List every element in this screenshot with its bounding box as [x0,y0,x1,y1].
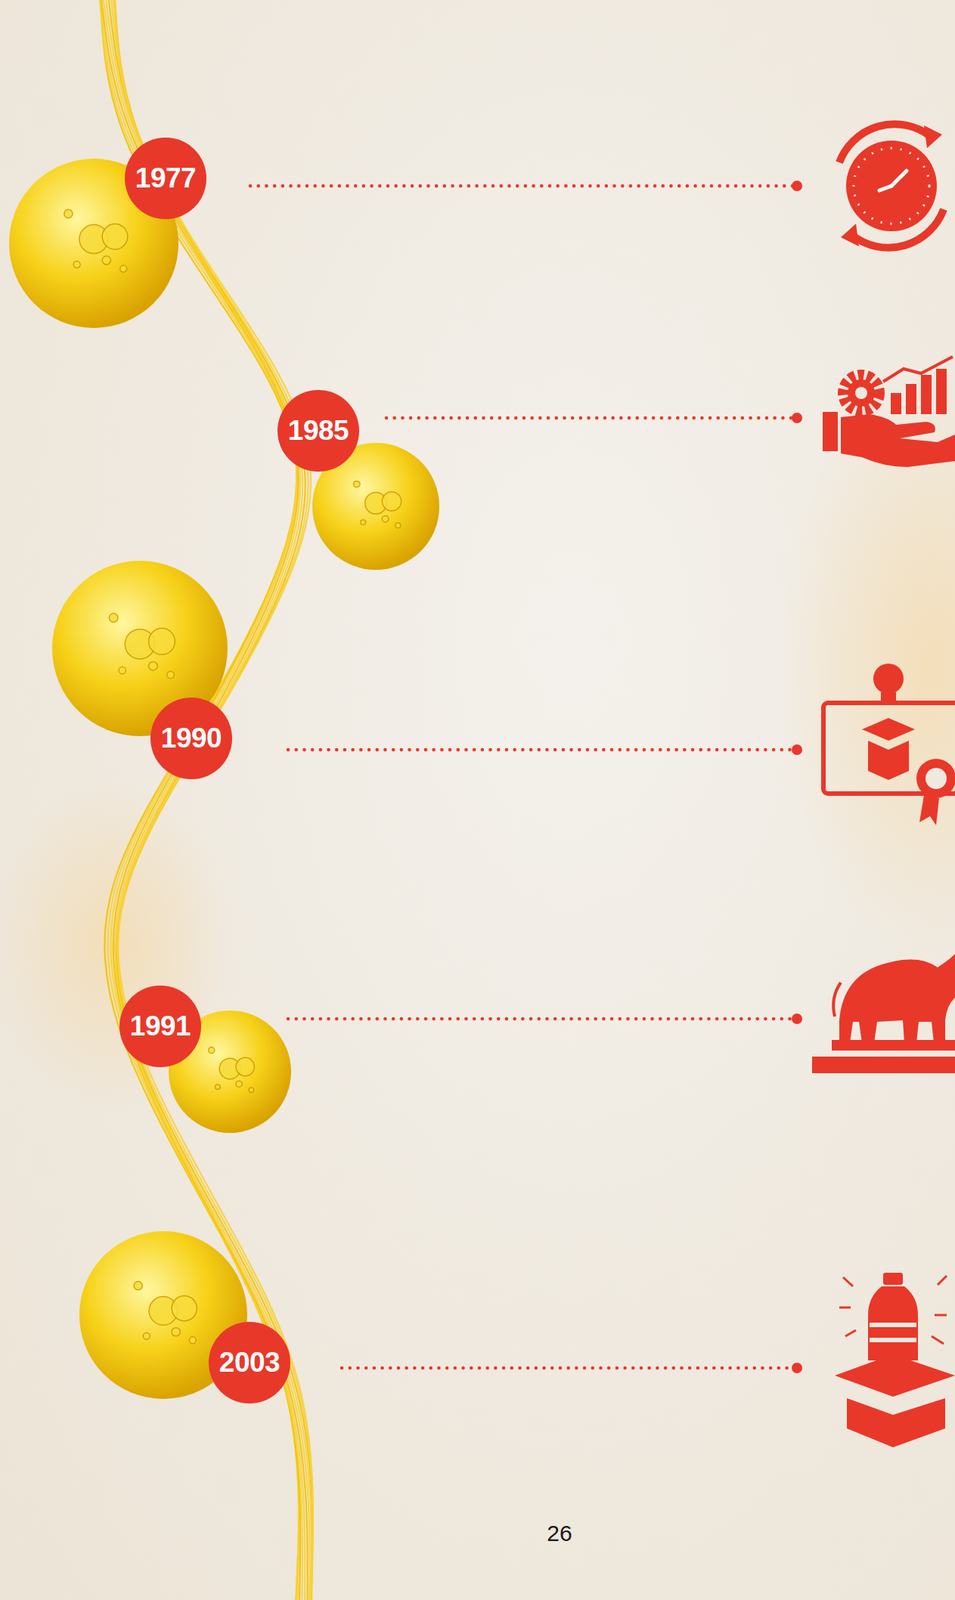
inner-bubble [381,516,388,523]
sparkle [843,1277,853,1287]
chart-bar [920,375,932,415]
inner-bubble [133,1282,143,1291]
year-label: 1990 [161,722,222,755]
leader-end-dot [791,1363,803,1374]
dotted-leader [288,748,797,753]
gear [843,375,880,412]
elephant [839,954,955,1044]
sparkles [839,1276,947,1345]
dotted-leaders [250,180,803,1374]
inner-bubble [148,628,176,655]
oil-bubbles [9,158,440,1400]
year-label: 1991 [130,1010,191,1043]
dotted-leader [250,184,797,189]
year-label: 1977 [135,162,196,195]
rosette [916,759,955,799]
year-circle: 1985 [277,390,360,472]
box [846,1398,946,1449]
clock-arrowhead [923,125,943,149]
sparkle [845,1330,856,1337]
bulb [873,663,904,695]
year-circle: 1991 [119,986,202,1068]
hand-shape [840,414,955,468]
sparkle [839,1307,851,1310]
pedestal-base [812,1057,955,1074]
inner-bubble [102,223,128,250]
bottle-label [869,1338,917,1343]
rosette-ribbon [919,795,940,826]
clock-face [846,140,937,232]
bottle-cap [883,1273,903,1286]
inner-bubble [148,661,159,671]
inner-bubble [360,520,366,526]
sparkle [937,1276,947,1286]
inner-bubble [108,613,118,624]
year-circle: 1977 [124,137,207,220]
bulb-base [880,692,897,704]
elephant-icon [812,954,955,1074]
dotted-leader [341,1367,797,1371]
leader-end-dot [791,744,803,756]
innovation-certificate-icon [823,663,955,826]
leader-end-dot [791,1013,803,1025]
inner-bubble [189,1337,196,1345]
inner-bubble [171,1328,180,1337]
page-number: 26 [529,1521,590,1548]
gear-hole [855,387,868,400]
inner-bubble [167,671,174,679]
year-label: 2003 [219,1347,280,1380]
year-circle: 1990 [150,697,233,780]
bottle [868,1286,918,1362]
inner-bubble [208,1048,215,1055]
inner-bubble [235,1081,242,1088]
year-label: 1985 [288,415,349,447]
clock-hand [891,170,907,187]
inner-bubble [73,261,81,269]
trend-line [883,356,953,382]
clock-icon [839,124,944,248]
rosette-center [925,768,947,790]
box-lid [834,1354,955,1398]
chart-bar [936,368,947,415]
inner-bubble [215,1085,221,1090]
inner-bubble [120,265,128,273]
inner-bubble [102,256,111,265]
inner-bubble [395,523,401,529]
year-circle: 2003 [208,1322,291,1405]
chart-bar [905,384,917,415]
open-box-lid [861,718,915,742]
bottle-box-icon [834,1273,955,1449]
elephant-tail [833,982,841,1018]
gear [847,379,875,407]
inner-bubble [381,492,401,512]
clock-arrowhead [840,223,859,247]
sparkle [931,1336,944,1345]
growth-hand-icon [822,356,955,468]
bottle-label [869,1323,917,1328]
inner-bubble [171,1296,197,1321]
pedestal [831,1040,955,1052]
inner-bubble [248,1088,254,1093]
dotted-leader [288,1017,797,1022]
dotted-leader [386,416,797,421]
sparkle [934,1314,947,1318]
hand-cuff [822,412,838,452]
inner-bubble [235,1057,255,1076]
clock-ticks [853,148,930,224]
certificate-frame [823,703,955,794]
inner-bubble [64,209,73,218]
leader-end-dot [791,180,803,192]
inner-bubble [118,666,126,674]
inner-bubble [142,1333,150,1340]
chart-bar [890,393,902,415]
open-box [868,741,909,781]
inner-bubble [353,480,360,487]
leader-end-dot [791,412,803,424]
clock-hand [879,186,892,191]
background-glow [778,378,955,953]
